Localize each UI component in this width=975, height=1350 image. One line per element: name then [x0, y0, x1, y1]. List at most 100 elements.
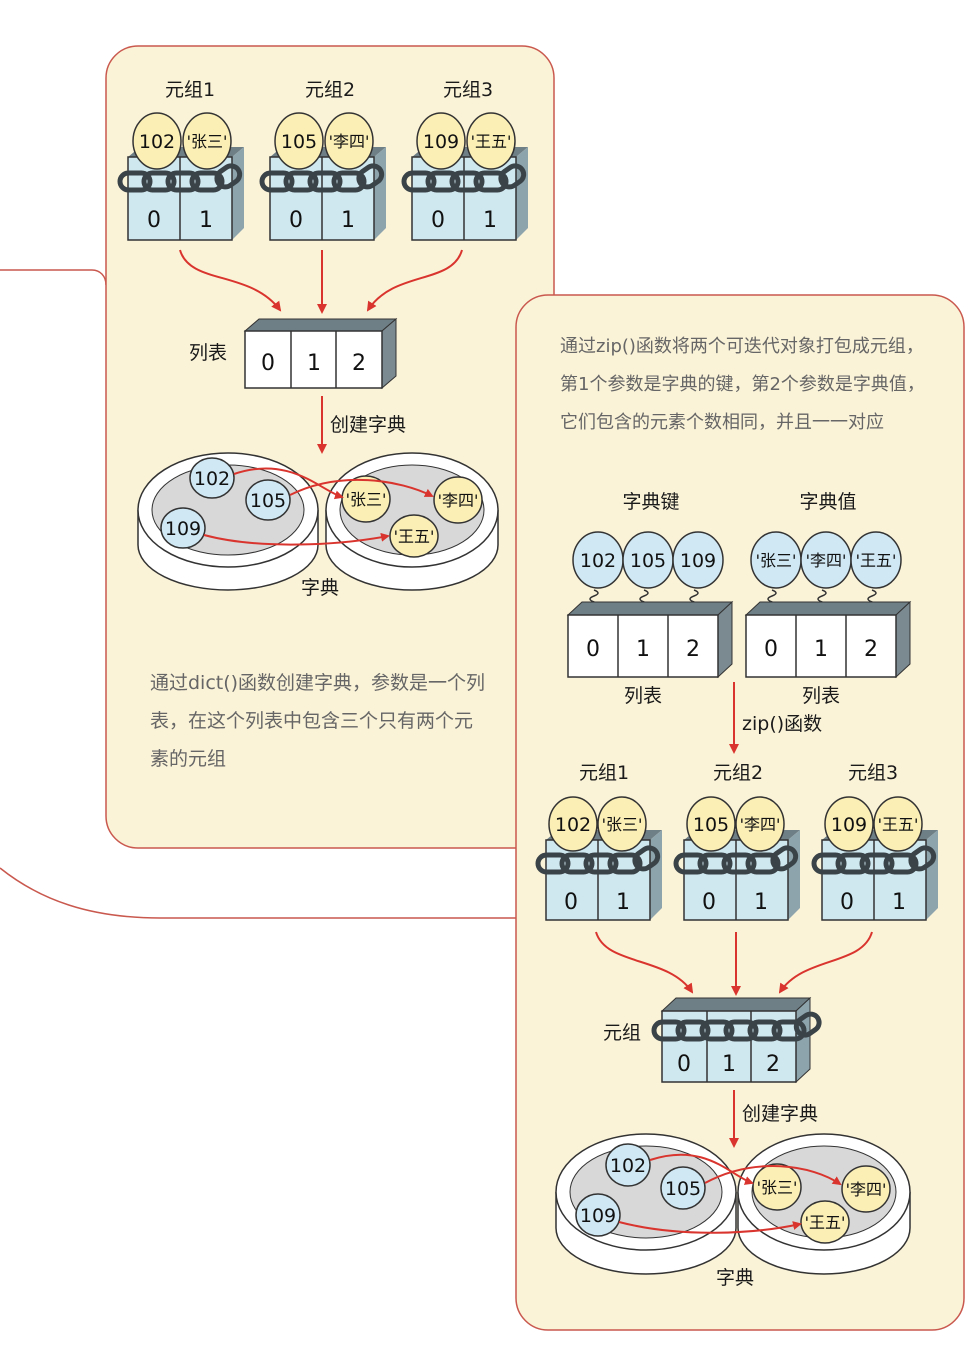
tuple-key: 109	[831, 814, 867, 836]
chain-icon	[651, 1011, 822, 1042]
value-oval-text: '李四'	[806, 551, 847, 570]
tuple-label: 元组3	[848, 762, 898, 784]
values-list: '张三' '李四' '王五' 0 1 2	[744, 531, 912, 679]
tuple-label: 元组2	[713, 762, 763, 784]
key-oval-text: 105	[630, 550, 666, 572]
tuple-label: 元组1	[165, 79, 215, 101]
connector-curve-bottom	[0, 867, 516, 919]
key-oval-text: 109	[680, 550, 716, 572]
description-line: 通过zip()函数将两个可迭代对象打包成元组，	[560, 336, 924, 357]
tuple-index: 1	[199, 208, 213, 233]
flow-arrow	[595, 931, 694, 994]
dict-value: '李四'	[438, 491, 479, 510]
dict-value: '王五'	[394, 527, 435, 546]
tuple-key: 105	[281, 131, 317, 153]
list-label: 列表	[189, 342, 227, 364]
tuple-index: 1	[483, 208, 497, 233]
right-tuple-2: 105 '李四' 0 1	[673, 796, 800, 921]
list-index: 2	[686, 637, 700, 662]
tuple-value-oval	[182, 112, 232, 170]
tuple-key-oval	[416, 112, 466, 170]
right-tuple-3: 109 '王五' 0 1	[811, 796, 938, 921]
tuple-key: 102	[139, 131, 175, 153]
tuple-key: 102	[555, 814, 591, 836]
list-index: 2	[352, 351, 366, 376]
mapping-arrow	[704, 1165, 842, 1186]
dict-key: 105	[665, 1178, 701, 1200]
value-oval-text: '张三'	[756, 551, 797, 570]
tuple-index: 1	[616, 890, 630, 915]
connector-curve-top	[0, 269, 107, 286]
mapping-arrow	[203, 532, 390, 546]
mapping-arrow	[618, 1221, 802, 1234]
dict-key: 109	[165, 518, 201, 540]
tuple-container: 0 1 2	[651, 996, 822, 1084]
dict-value: '张三'	[346, 490, 387, 509]
chain-icon	[535, 845, 661, 875]
list-label: 列表	[802, 685, 840, 707]
keys-label: 字典键	[622, 491, 679, 513]
tuple-value: '张三'	[602, 815, 643, 834]
chain-icon	[401, 163, 527, 193]
tuple-label: 元组3	[443, 79, 493, 101]
dict-key: 102	[194, 468, 230, 490]
tuple-value: '张三'	[187, 132, 228, 151]
tuple-value: '李四'	[740, 815, 781, 834]
description-line: 素的元组	[150, 748, 227, 770]
tuple-value: '李四'	[329, 132, 370, 151]
left-tuple-3: 109 '王五' 0 1	[401, 112, 528, 241]
list-index: 0	[586, 637, 600, 662]
dict-label: 字典	[301, 577, 339, 599]
tuple-label: 元组2	[305, 79, 355, 101]
flow-arrow	[778, 931, 873, 994]
key-oval-text: 102	[580, 550, 616, 572]
list-index: 1	[307, 351, 321, 376]
chain-icon	[811, 845, 937, 875]
tuple-container-label: 元组	[603, 1022, 641, 1044]
dict-value: '王五'	[805, 1213, 846, 1232]
left-tuple-labels: 元组1 元组2 元组3	[165, 79, 493, 101]
mapping-arrow	[289, 478, 434, 497]
right-tuple-1: 102 '张三' 0 1	[535, 796, 662, 921]
chain-icon	[259, 163, 385, 193]
left-list-box: 0 1 2	[243, 317, 398, 390]
chain-icon	[117, 163, 243, 193]
mapping-arrow	[233, 467, 344, 500]
tuple-value: '王五'	[471, 132, 512, 151]
dict-value: '李四'	[846, 1180, 887, 1199]
right-tuple-labels: 元组1 元组2 元组3	[579, 762, 898, 784]
tuple-index: 0	[289, 208, 303, 233]
right-dictionary: 102 105 109 '张三' '李四' '王五'	[555, 1133, 911, 1275]
tuple-container-index: 2	[766, 1052, 780, 1077]
tuple-container-index: 1	[722, 1052, 736, 1077]
chain-icon	[673, 845, 799, 875]
dict-value: '张三'	[757, 1178, 798, 1197]
create-dict-label: 创建字典	[742, 1103, 818, 1125]
tuple-key-oval	[132, 112, 182, 170]
tuple-index: 1	[341, 208, 355, 233]
dict-key: 105	[250, 490, 286, 512]
dict-key: 109	[580, 1205, 616, 1227]
zip-label: zip()函数	[742, 713, 822, 735]
description-line: 第1个参数是字典的键，第2个参数是字典值，	[560, 374, 925, 395]
dict-key: 102	[610, 1155, 646, 1177]
left-tuple-2: 105 '李四' 0 1	[259, 112, 386, 241]
flow-arrow	[366, 249, 463, 312]
list-index: 1	[814, 637, 828, 662]
tuple-value: '王五'	[878, 815, 919, 834]
list-index: 0	[764, 637, 778, 662]
dict-label: 字典	[716, 1267, 754, 1289]
right-description: 通过zip()函数将两个可迭代对象打包成元组， 第1个参数是字典的键，第2个参数…	[560, 328, 955, 442]
description-line: 表，在这个列表中包含三个只有两个元	[150, 710, 474, 732]
values-label: 字典值	[799, 491, 856, 513]
list-index: 0	[261, 351, 275, 376]
tuple-index: 0	[702, 890, 716, 915]
tuple-value-oval	[466, 112, 516, 170]
tuple-index: 0	[431, 208, 445, 233]
keys-list: 102 105 109 0 1 2	[566, 531, 734, 679]
description-line: 通过dict()函数创建字典，参数是一个列	[150, 672, 486, 694]
flow-arrow	[179, 249, 282, 312]
mapping-arrow	[649, 1153, 754, 1185]
tuple-index: 1	[754, 890, 768, 915]
